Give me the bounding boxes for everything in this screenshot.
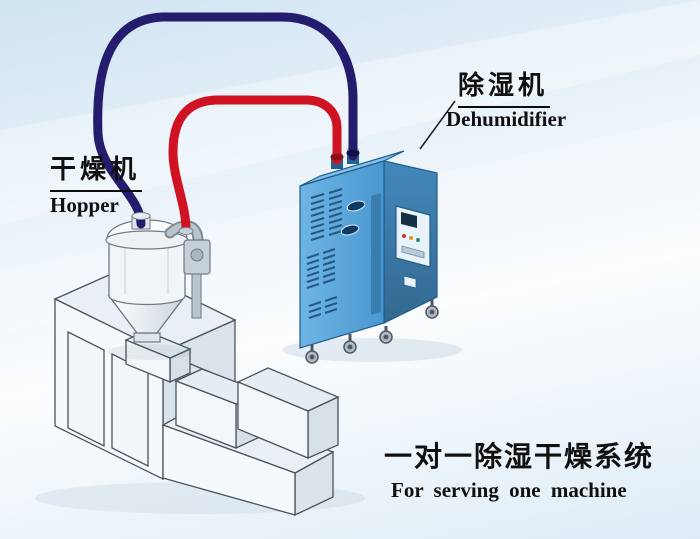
extruder-machine [53,266,340,517]
blower-motor [190,248,204,262]
caster-wheel [379,326,393,344]
supply-pipe-coupling [330,153,344,161]
dry-air-supply-pipe [168,95,342,235]
hopper-mount-front [125,339,171,383]
return-air-pipe [93,12,358,229]
return-pipe-coupling [346,149,360,157]
hopper-label-en: Hopper [50,193,119,217]
blower-inlet-top [178,227,194,235]
system-title-zh: 一对一除湿干燥系统 [384,440,655,473]
oval-cutout-2 [340,224,360,236]
die-front-face [237,381,309,459]
caster-wheels [305,299,439,364]
hopper-label-zh: 干燥机 [50,155,143,192]
caster-wheel [425,299,439,319]
front-face-edge-shade [371,193,381,315]
panel-led-red [402,234,406,238]
panel-display [401,212,417,228]
hopper-neck-flange [133,332,161,343]
oval-cutout-1 [346,200,366,212]
dehumidifier [299,147,439,364]
side-sticker [403,275,417,289]
hopper-dryer [105,215,211,360]
control-panel [395,205,431,289]
blower-down-pipe [191,273,202,319]
hopper-inlet-top [131,212,151,220]
system-title-en: For serving one machine [391,478,627,502]
hopper-shadow [108,344,192,360]
vent-grill-lower [308,296,338,319]
cabinet-door-left [67,330,105,448]
hopper-body [108,240,186,306]
hopper-body-seams [124,245,169,294]
dehumidifier-label-en: Dehumidifier [446,107,567,131]
vent-grill-middle [306,248,336,289]
panel-led-amber [409,236,413,240]
panel-switch-row [401,245,425,259]
caster-wheel [305,344,319,364]
dehumidifier-leader-line [419,100,456,150]
vent-grill-upper [310,188,343,241]
platform-front-face [162,424,296,516]
dehumidifier-label-zh: 除湿机 [458,71,551,108]
dehumidifier-shadow [282,338,462,362]
panel-led-green [416,238,420,242]
gearbox-front-face [175,380,237,449]
caster-wheel [343,334,357,354]
